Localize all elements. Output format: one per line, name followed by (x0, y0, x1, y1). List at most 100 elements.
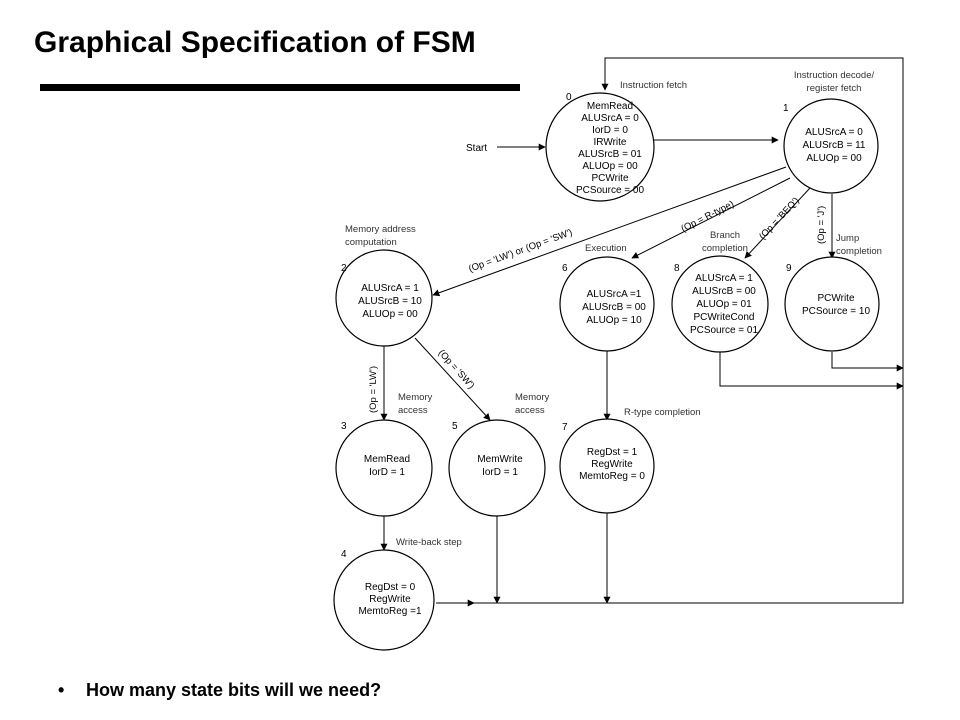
state-9: 9 Jump completion PCWrite PCSource = 10 (784, 233, 882, 352)
condition-beq: (Op = 'BEQ') (757, 195, 802, 242)
state-annotation: Memory (515, 392, 550, 403)
state-circle (333, 549, 435, 651)
condition-lw: (Op = 'LW') (368, 366, 379, 413)
signal: MemtoReg = 0 (579, 471, 645, 482)
signal: PCWrite (591, 173, 628, 184)
state-annotation: R-type completion (624, 407, 701, 418)
signal: ALUSrcA = 0 (581, 113, 639, 124)
arrow-1-to-6 (631, 177, 791, 259)
signal: ALUSrcA = 1 (695, 273, 753, 284)
state-number: 2 (341, 263, 347, 274)
state-8: 8 Branch completion ALUSrcA = 1 ALUSrcB … (671, 230, 769, 353)
return-wire-4 (436, 57, 904, 604)
signal: ALUSrcB = 00 (582, 302, 646, 313)
signal: IorD = 1 (369, 467, 405, 478)
signal: ALUOp = 00 (806, 153, 862, 164)
signal: RegDst = 1 (587, 447, 638, 458)
state-7: 7 R-type completion RegDst = 1 RegWrite … (559, 407, 701, 514)
arrow-1-to-2 (432, 166, 787, 297)
signal: PCWrite (817, 293, 854, 304)
bullet-marker: • (58, 680, 65, 700)
bullet-text: How many state bits will we need? (86, 680, 382, 700)
state-annotation: Instruction decode/ (794, 70, 875, 81)
signal: PCSource = 00 (576, 185, 645, 196)
state-number: 6 (562, 263, 568, 274)
state-circle (671, 255, 769, 353)
state-annotation: completion (702, 243, 748, 254)
state-annotation: access (398, 405, 428, 416)
signal: IRWrite (594, 137, 627, 148)
signal: MemtoReg =1 (358, 606, 422, 617)
signal: PCWriteCond (694, 312, 755, 323)
state-annotation: Memory (398, 392, 433, 403)
signal: PCSource = 10 (802, 306, 871, 317)
state-3: 3 Memory access MemRead IorD = 1 (335, 392, 433, 517)
signal: MemRead (364, 454, 410, 465)
signal: ALUSrcA = 0 (805, 127, 863, 138)
transitions (380, 57, 904, 607)
state-annotation: register fetch (807, 83, 862, 94)
condition-lw-or-sw: (Op = 'LW') or (Op = 'SW') (467, 227, 574, 275)
bullet-item: • How many state bits will we need? (58, 680, 381, 701)
state-number: 3 (341, 421, 347, 432)
arrow-2-to-5 (414, 337, 491, 421)
signal: ALUOp = 01 (696, 299, 752, 310)
state-number: 8 (674, 263, 680, 274)
state-number: 1 (783, 103, 789, 114)
state-circle (335, 419, 433, 517)
signal: RegWrite (369, 594, 411, 605)
return-wire-9 (831, 352, 904, 372)
state-0: 0 Instruction fetch MemRead ALUSrcA = 0 … (545, 80, 687, 202)
condition-jump: (Op = 'J') (816, 206, 827, 244)
state-circle (545, 92, 655, 202)
state-number: 9 (786, 263, 792, 274)
state-annotation: Jump (836, 233, 859, 244)
signal: RegWrite (591, 459, 633, 470)
title-underline (40, 84, 520, 91)
state-circle (783, 98, 879, 194)
state-annotation: Memory address (345, 224, 416, 235)
state-number: 0 (566, 92, 572, 103)
state-annotation: Write-back step (396, 537, 462, 548)
signal: MemWrite (477, 454, 523, 465)
return-wire-8 (719, 352, 904, 390)
condition-sw: (Op = 'SW') (436, 348, 477, 392)
state-annotation: Instruction fetch (620, 80, 687, 91)
state-number: 4 (341, 549, 347, 560)
state-circle (559, 418, 655, 514)
signal: PCSource = 01 (690, 325, 759, 336)
slide-title: Graphical Specification of FSM (34, 26, 476, 59)
state-2: 2 Memory address computation ALUSrcA = 1… (335, 224, 433, 347)
signal: IorD = 0 (592, 125, 628, 136)
signal: ALUOp = 00 (582, 161, 638, 172)
signal: ALUSrcB = 10 (358, 296, 422, 307)
state-annotation: completion (836, 246, 882, 257)
signal: ALUOp = 00 (362, 309, 418, 320)
signal: ALUSrcB = 11 (803, 140, 866, 151)
arrow-1-to-8 (744, 187, 811, 259)
signal: MemRead (587, 101, 633, 112)
state-annotation: Execution (585, 243, 627, 254)
state-1: 1 Instruction decode/ register fetch ALU… (783, 70, 879, 194)
state-circle (335, 249, 433, 347)
signal: ALUSrcB = 01 (578, 149, 642, 160)
state-circle (784, 256, 880, 352)
signal: RegDst = 0 (365, 582, 416, 593)
signal: ALUSrcA =1 (587, 289, 642, 300)
signal: ALUSrcB = 00 (692, 286, 756, 297)
start-label: Start (466, 143, 487, 154)
signal: ALUSrcA = 1 (361, 283, 419, 294)
state-number: 7 (562, 422, 568, 433)
state-circle (448, 419, 546, 517)
state-annotation: computation (345, 237, 397, 248)
state-6: 6 Execution ALUSrcA =1 ALUSrcB = 00 ALUO… (559, 243, 655, 352)
state-annotation: access (515, 405, 545, 416)
state-circle (559, 256, 655, 352)
state-annotation: Branch (710, 230, 740, 241)
state-4: 4 Write-back step RegDst = 0 RegWrite Me… (333, 537, 462, 651)
signal: IorD = 1 (482, 467, 518, 478)
state-5: 5 Memory access MemWrite IorD = 1 (448, 392, 550, 517)
signal: ALUOp = 10 (586, 315, 642, 326)
state-number: 5 (452, 421, 458, 432)
